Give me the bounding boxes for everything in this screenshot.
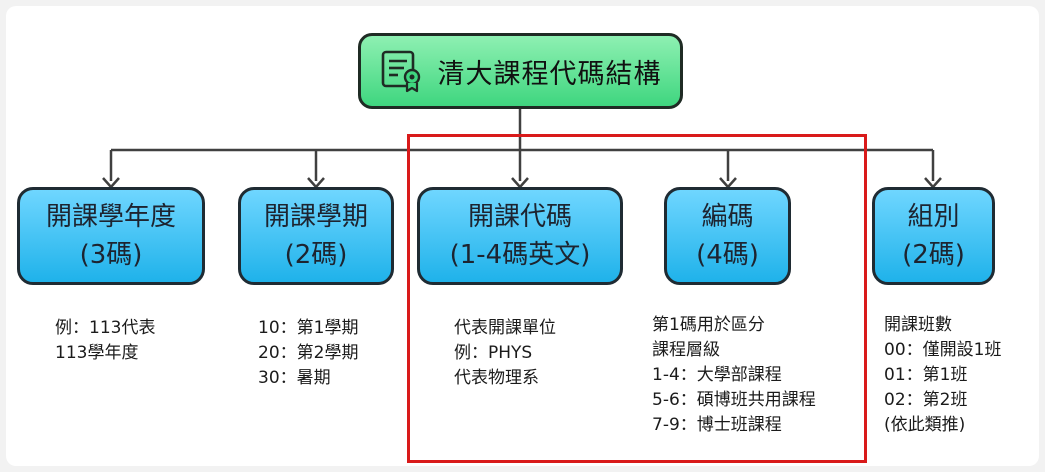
highlight-frame bbox=[407, 134, 867, 463]
certificate-document-icon bbox=[381, 50, 420, 93]
field-length: (2碼) bbox=[902, 240, 965, 270]
field-length: (2碼) bbox=[284, 240, 348, 270]
field-title: 開課學年度 bbox=[45, 202, 176, 232]
field-title: 編碼 bbox=[701, 202, 754, 232]
root-title: 清大課程代碼結構 bbox=[437, 58, 662, 90]
field-box-serial-number: 編碼 (4碼) bbox=[664, 187, 791, 285]
field-box-section: 組別 (2碼) bbox=[872, 187, 995, 285]
root-node: 清大課程代碼結構 bbox=[358, 33, 683, 109]
field-title: 開課學期 bbox=[263, 202, 368, 232]
field-length: (4碼) bbox=[696, 240, 759, 270]
field-box-department-code: 開課代碼 (1-4碼英文) bbox=[417, 187, 623, 285]
field-title: 組別 bbox=[907, 202, 960, 232]
field-length: (1-4碼英文) bbox=[449, 240, 591, 270]
field-title: 開課代碼 bbox=[467, 202, 572, 232]
field-box-academic-year: 開課學年度 (3碼) bbox=[17, 187, 205, 285]
field-length: (3碼) bbox=[79, 240, 143, 270]
field-box-semester: 開課學期 (2碼) bbox=[238, 187, 394, 285]
